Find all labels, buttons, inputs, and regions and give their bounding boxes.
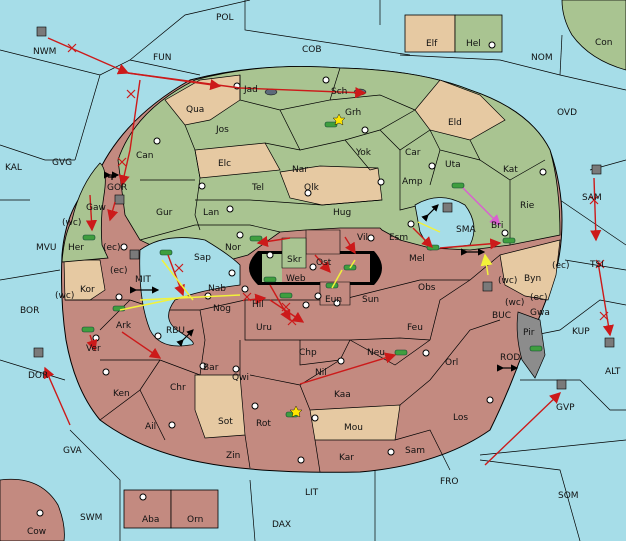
region-pir[interactable] — [516, 311, 546, 379]
region-olk[interactable] — [279, 165, 383, 206]
region-kor[interactable] — [63, 259, 106, 301]
coast-arrows — [104, 171, 519, 372]
region-orn[interactable] — [170, 489, 219, 529]
region-cow[interactable] — [0, 478, 65, 541]
province-borders — [65, 67, 546, 473]
move-orders — [43, 37, 614, 466]
region-con[interactable] — [561, 0, 626, 71]
region-sot[interactable] — [194, 374, 246, 439]
failed-marks — [67, 43, 609, 326]
region-byn[interactable] — [499, 239, 561, 301]
supply-centers — [36, 41, 547, 517]
region-aba[interactable] — [123, 489, 172, 529]
support-orders — [119, 221, 493, 311]
convoy-orders — [462, 187, 501, 226]
region-mou[interactable] — [309, 404, 401, 441]
region-west-isle[interactable] — [61, 162, 109, 263]
region-elf[interactable] — [404, 14, 456, 53]
